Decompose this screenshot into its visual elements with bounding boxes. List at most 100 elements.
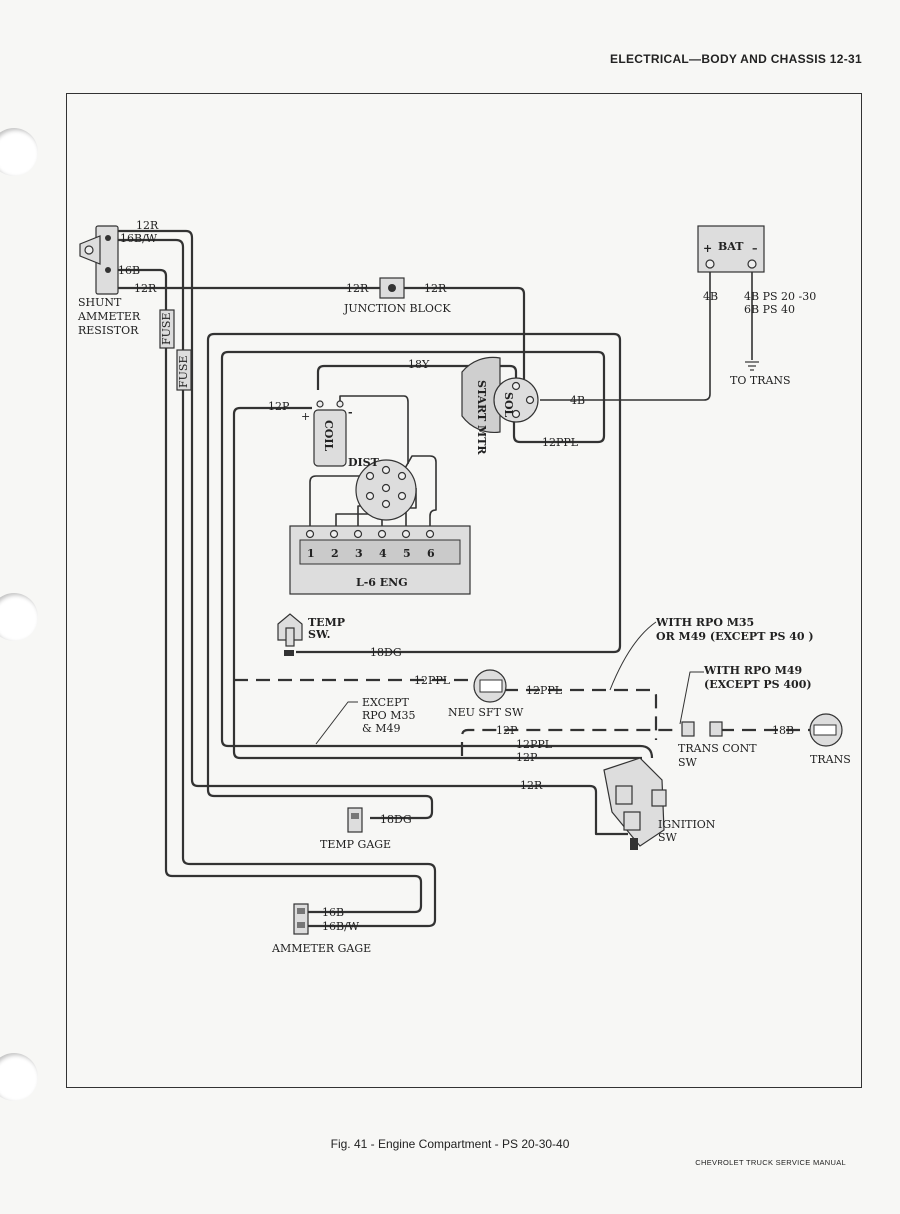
label-18b: 18B: [772, 724, 794, 737]
label-dist: DIST: [348, 456, 380, 469]
plug-wire-5: [405, 488, 417, 530]
label-cyl-2: 2: [331, 547, 339, 560]
label-to-trans: TO TRANS: [730, 374, 791, 387]
binder-hole-top: [0, 128, 38, 176]
label-rpo-3: WITH RPO M49: [703, 664, 802, 677]
label-12ppl-b: 12PPL: [414, 674, 451, 687]
wire-12r-junction-sol: [404, 286, 526, 397]
junction-block: [379, 277, 405, 299]
leader-except: [315, 701, 358, 745]
label-cyl-1: 1: [307, 547, 315, 560]
label-12p-c: 12P: [516, 751, 538, 764]
label-16bw-a: 16B/W: [120, 232, 158, 245]
label-ammeter-gage: AMMETER GAGE: [271, 942, 371, 955]
label-bat-minus: –: [752, 242, 758, 255]
ammeter-gage: [293, 903, 309, 935]
label-fuse-1: FUSE: [160, 313, 173, 345]
leader-rpo-m49: [679, 671, 704, 725]
wire-16b: [116, 268, 423, 914]
label-coil: COIL: [322, 420, 335, 451]
label-start-mtr: START MTR: [475, 380, 488, 455]
wire-16bw: [116, 238, 437, 928]
label-shunt-3: RESISTOR: [78, 324, 139, 337]
label-neu-sft-sw: NEU SFT SW: [448, 706, 524, 719]
figure-frame: [66, 93, 862, 1088]
wire-18dg-temp: [206, 332, 622, 654]
ground-symbol: [745, 361, 759, 371]
page-footer: CHEVROLET TRUCK SERVICE MANUAL: [695, 1158, 846, 1167]
label-12r-b: 12R: [134, 282, 157, 295]
label-except-3: & M49: [362, 722, 401, 735]
ignition-switch: [603, 757, 667, 850]
label-18dg-b: 18DG: [380, 813, 412, 826]
wire-12p-coil: [232, 406, 642, 760]
label-16b-a: 16B: [118, 264, 140, 277]
wire-12p-dashed: [460, 728, 676, 756]
shunt-ammeter-resistor: [79, 225, 119, 295]
wire-12ppl-dashed-right: [504, 688, 658, 740]
label-engine: L-6 ENG: [356, 576, 408, 589]
binder-hole-bottom: [0, 1053, 38, 1101]
label-temp-sw-1: TEMP: [308, 616, 345, 629]
label-cyl-5: 5: [403, 547, 411, 560]
label-12r-c: 12R: [346, 282, 369, 295]
label-temp-sw-2: SW.: [308, 628, 330, 641]
label-cyl-6: 6: [427, 547, 435, 560]
plug-wire-6: [403, 455, 437, 530]
label-trans-cont-2: SW: [678, 756, 698, 769]
label-coil-minus: -: [348, 406, 353, 419]
label-4b: 4B: [703, 290, 718, 303]
label-shunt-1: SHUNT: [78, 296, 122, 309]
engine-block: [289, 525, 471, 595]
label-6b-ps: 6B PS 40: [744, 303, 795, 316]
plug-wire-1: [309, 475, 368, 530]
label-junction-block: JUNCTION BLOCK: [343, 302, 451, 315]
figure-caption: Fig. 41 - Engine Compartment - PS 20-30-…: [330, 1137, 570, 1151]
distributor: [355, 459, 417, 521]
label-12r-e: 12R: [520, 779, 543, 792]
label-rpo-2: OR M49 (EXCEPT PS 40 ): [656, 630, 814, 643]
label-16bw-b: 16B/W: [322, 920, 360, 933]
label-18dg-a: 18DG: [370, 646, 402, 659]
ignition-coil: [313, 400, 347, 467]
wire-12r-ignition: [116, 229, 628, 836]
label-12r-d: 12R: [424, 282, 447, 295]
label-rpo-1: WITH RPO M35: [655, 616, 754, 629]
wires: [116, 229, 810, 928]
label-12p-b: 12P: [496, 724, 518, 737]
label-18y: 18Y: [408, 358, 430, 371]
label-ign-2: SW: [658, 831, 678, 844]
temp-switch: [277, 613, 303, 656]
wire-4b-bat: [540, 270, 711, 401]
label-except-1: EXCEPT: [362, 696, 410, 709]
label-coil-plus: +: [301, 410, 310, 423]
wire-12ppl-ign: [220, 358, 654, 759]
label-bat-plus: +: [703, 242, 712, 255]
label-4b-2: 4B: [570, 394, 585, 407]
wire-12ppl-sol: [220, 350, 606, 444]
wire-18y: [316, 364, 518, 390]
label-trans-cont-1: TRANS CONT: [678, 742, 757, 755]
binder-hole-middle: [0, 593, 38, 641]
label-fuse-2: FUSE: [177, 356, 190, 388]
trans-control-switch: [681, 721, 723, 737]
page-header: ELECTRICAL—BODY AND CHASSIS 12-31: [610, 52, 862, 66]
temp-gage: [347, 807, 363, 833]
label-12ppl-a: 12PPL: [542, 436, 579, 449]
label-rpo-4: (EXCEPT PS 400): [704, 678, 812, 691]
label-12ppl-d: 12PPL: [516, 738, 553, 751]
fuse-2: [176, 349, 192, 391]
label-12r-a: 12R: [136, 219, 159, 232]
label-sol: SOL: [502, 392, 515, 418]
label-12p-a: 12P: [268, 400, 290, 413]
label-4b-ps: 4B PS 20 -30: [744, 290, 816, 303]
label-trans: TRANS: [810, 753, 851, 766]
neutral-safety-switch: [473, 669, 507, 703]
labels: 12R 16B/W 16B 12R SHUNT AMMETER RESISTOR…: [77, 219, 851, 955]
label-shunt-2: AMMETER: [77, 310, 141, 323]
label-temp-gage: TEMP GAGE: [320, 838, 391, 851]
trans-connector: [809, 713, 843, 747]
leader-rpo-m35: [609, 621, 657, 691]
battery: [697, 225, 765, 273]
